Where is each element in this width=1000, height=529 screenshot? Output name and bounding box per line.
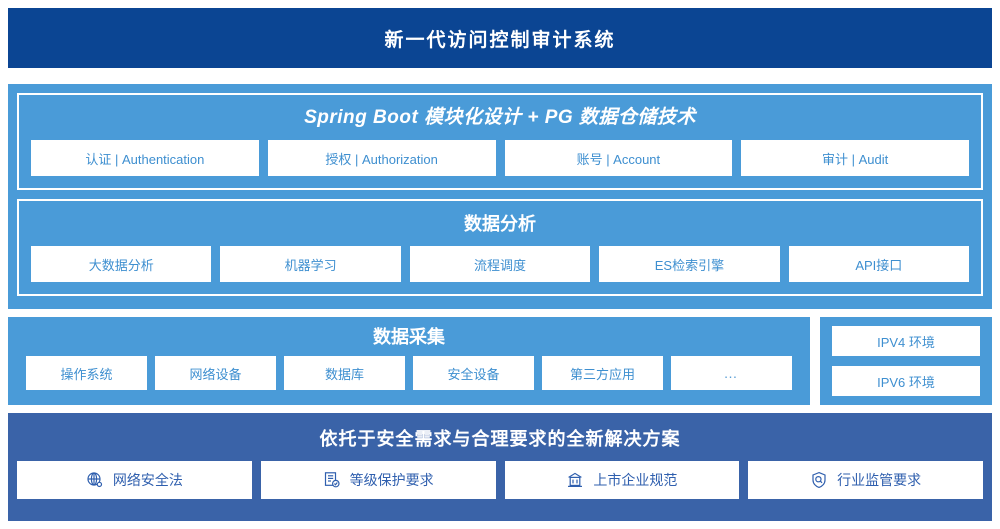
platform-card-account[interactable]: 账号 | Account xyxy=(504,140,733,176)
solution-card-label: 等级保护要求 xyxy=(349,472,434,488)
header-band: 新一代访问控制审计系统 xyxy=(8,8,992,68)
collection-card-os[interactable]: 操作系统 xyxy=(26,356,147,390)
globe-icon xyxy=(86,471,104,489)
platform-section-data-analysis: 数据分析 大数据分析 机器学习 流程调度 ES检索引擎 API接口 xyxy=(17,199,983,296)
data-analysis-title: 数据分析 xyxy=(464,214,536,234)
environment-panel: IPV4 环境 IPV6 环境 xyxy=(820,317,992,405)
solution-card-label: 网络安全法 xyxy=(112,472,183,488)
environment-card-ipv4[interactable]: IPV4 环境 xyxy=(832,326,980,356)
platform-band: Spring Boot 模块化设计 + PG 数据仓储技术 认证 | Authe… xyxy=(8,84,992,309)
solution-card-industry-regulation[interactable]: 行业监管要求 xyxy=(748,461,983,499)
analysis-card-api[interactable]: API接口 xyxy=(788,246,970,282)
shield-search-icon xyxy=(810,471,828,489)
collection-card-more[interactable]: … xyxy=(671,356,792,390)
environment-card-ipv6[interactable]: IPV6 环境 xyxy=(832,366,980,396)
platform-card-audit[interactable]: 审计 | Audit xyxy=(741,140,969,176)
data-collection-card-row: 操作系统 网络设备 数据库 安全设备 第三方应用 … xyxy=(26,356,792,390)
solution-card-grade-protection[interactable]: 等级保护要求 xyxy=(260,461,496,499)
collection-card-database[interactable]: 数据库 xyxy=(284,356,405,390)
collection-card-security-device[interactable]: 安全设备 xyxy=(413,356,534,390)
data-collection-band: 数据采集 操作系统 网络设备 数据库 安全设备 第三方应用 … xyxy=(8,317,810,405)
solution-card-label: 行业监管要求 xyxy=(837,472,922,488)
document-check-icon xyxy=(323,471,341,489)
platform-section-title: Spring Boot 模块化设计 + PG 数据仓储技术 xyxy=(304,107,696,128)
collection-card-network-device[interactable]: 网络设备 xyxy=(155,356,276,390)
solution-card-cybersecurity-law[interactable]: 网络安全法 xyxy=(17,461,252,499)
analysis-card-es-search[interactable]: ES检索引擎 xyxy=(599,246,780,282)
bank-building-icon xyxy=(566,471,584,489)
analysis-card-bigdata[interactable]: 大数据分析 xyxy=(31,246,212,282)
solution-card-listed-enterprise[interactable]: 上市企业规范 xyxy=(504,461,740,499)
analysis-card-process-scheduling[interactable]: 流程调度 xyxy=(409,246,591,282)
platform-card-authentication[interactable]: 认证 | Authentication xyxy=(31,140,259,176)
platform-card-authorization[interactable]: 授权 | Authorization xyxy=(267,140,496,176)
data-collection-title: 数据采集 xyxy=(373,327,445,347)
collection-card-third-party-app[interactable]: 第三方应用 xyxy=(542,356,663,390)
platform-card-row: 认证 | Authentication 授权 | Authorization 账… xyxy=(31,140,969,176)
platform-section-spring-boot: Spring Boot 模块化设计 + PG 数据仓储技术 认证 | Authe… xyxy=(17,93,983,190)
page-title: 新一代访问控制审计系统 xyxy=(384,29,616,51)
analysis-card-machine-learning[interactable]: 机器学习 xyxy=(220,246,401,282)
solution-card-label: 上市企业规范 xyxy=(593,472,678,488)
solution-title: 依托于安全需求与合理要求的全新解决方案 xyxy=(319,429,681,449)
data-analysis-card-row: 大数据分析 机器学习 流程调度 ES检索引擎 API接口 xyxy=(31,246,970,282)
solution-band: 依托于安全需求与合理要求的全新解决方案 网络安全法 xyxy=(8,413,992,521)
solution-card-row: 网络安全法 等级保护要求 xyxy=(17,461,983,499)
